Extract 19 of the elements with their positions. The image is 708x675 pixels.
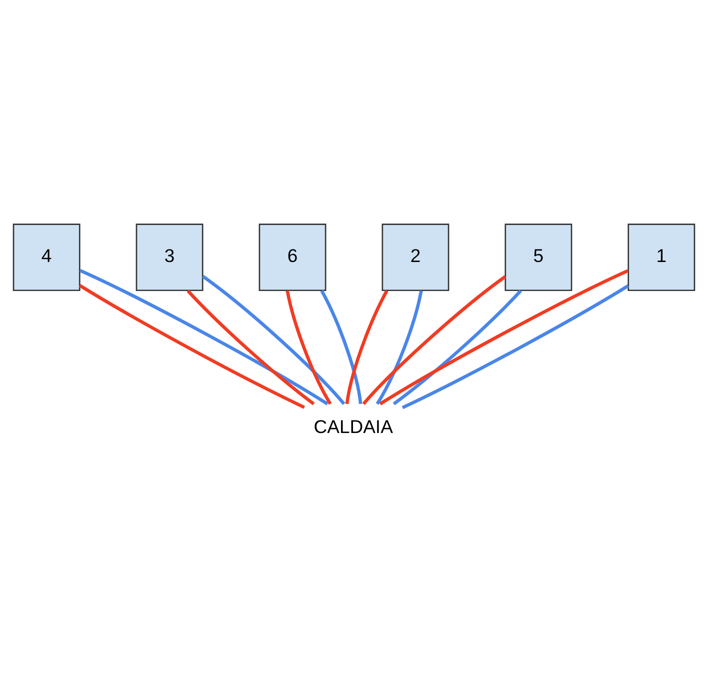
node-box: 6 (258, 223, 326, 291)
connector (320, 289, 362, 404)
node-box: 3 (136, 223, 204, 291)
node-box: 4 (12, 223, 80, 291)
connector (286, 290, 332, 404)
connector (79, 268, 328, 405)
connector (362, 274, 506, 405)
connector (186, 289, 315, 405)
connector (392, 289, 522, 405)
connector (379, 268, 629, 405)
node-box: 1 (628, 223, 696, 291)
connector (402, 284, 629, 409)
connector (78, 284, 305, 408)
node-box: 5 (504, 223, 572, 291)
connector (345, 289, 388, 404)
connector (202, 274, 346, 405)
node-text: CALDAIA (314, 415, 393, 436)
node-box: 2 (382, 223, 450, 291)
connector (376, 290, 423, 404)
